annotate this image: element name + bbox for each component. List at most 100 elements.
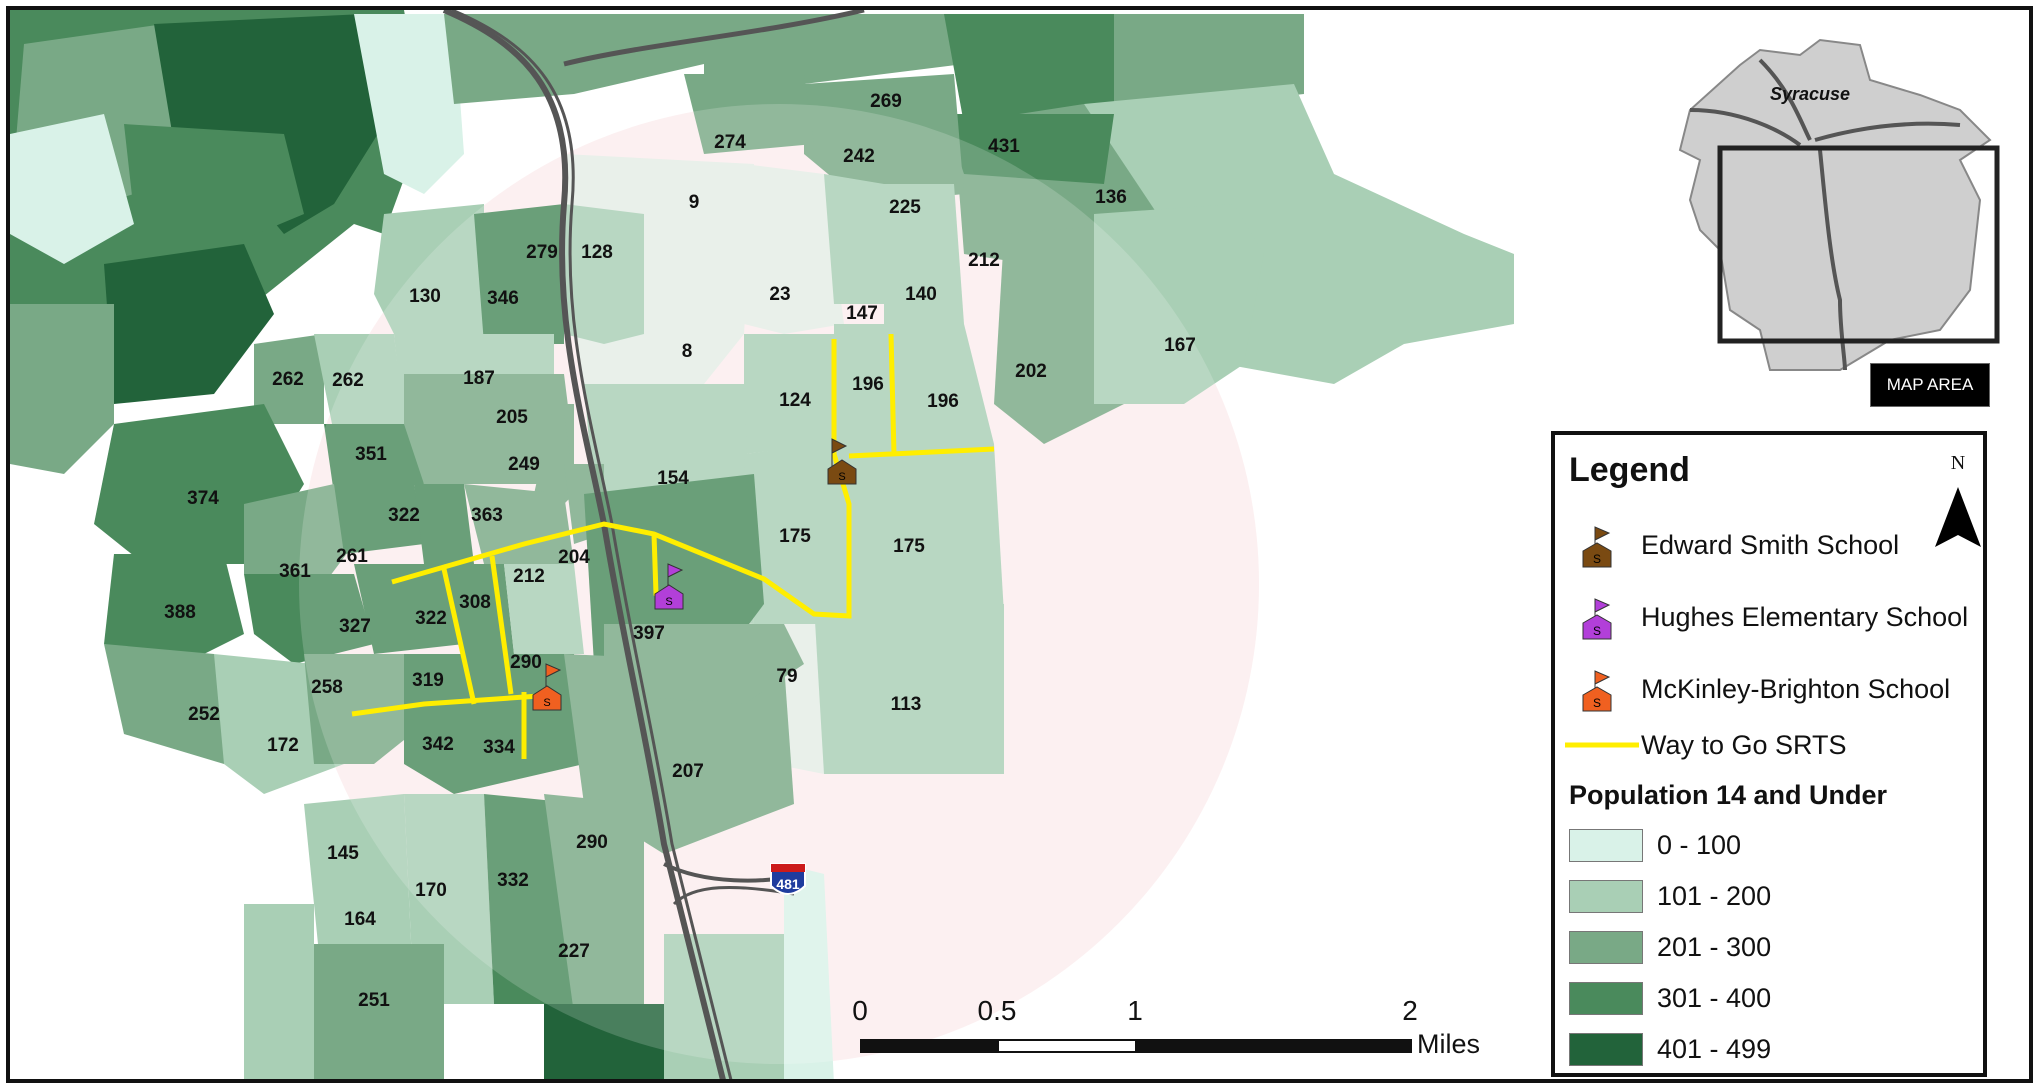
tract-label: 322	[415, 608, 447, 629]
tract-label: 175	[893, 536, 925, 557]
svg-text:N: N	[1951, 452, 1965, 474]
tract-label: 249	[508, 454, 540, 475]
tract-label: 342	[422, 734, 454, 755]
tract-label: 136	[1095, 187, 1127, 208]
tract-label: 212	[968, 250, 1000, 271]
tract-label: 351	[355, 444, 387, 465]
color-swatch	[1569, 880, 1643, 913]
tract-label: 334	[483, 737, 515, 758]
legend-panel: Legend N S Edward Smith School S Hughes …	[1551, 431, 1987, 1077]
tract-labels: 269 274 242 431 9 225 136 279 128 23 140 212 130 346 1…	[164, 91, 1196, 1011]
tract-label: 262	[332, 370, 364, 391]
scale-segment	[1135, 1039, 1412, 1053]
tract-label: 397	[633, 623, 665, 644]
tract-label: 225	[889, 197, 921, 218]
scale-tick-1: 1	[1127, 995, 1143, 1026]
svg-text:S: S	[1593, 696, 1601, 710]
interstate-number: 481	[776, 876, 800, 892]
school-flag-icon: S	[1555, 515, 1641, 575]
tract-label: 319	[412, 670, 444, 691]
tract-label: 124	[779, 390, 811, 411]
mckinley-brighton-school-marker[interactable]: S	[532, 663, 562, 711]
tract-label: 167	[1164, 335, 1196, 356]
tract-label: 207	[672, 761, 704, 782]
tract-label: 130	[409, 286, 441, 307]
tract-label: 258	[311, 677, 343, 698]
north-arrow-icon: N	[1935, 452, 1981, 547]
tract-label: 175	[779, 526, 811, 547]
tract-label: 332	[497, 870, 529, 891]
tract-label: 308	[459, 592, 491, 613]
tract-label: 202	[1015, 361, 1047, 382]
svg-text:S: S	[838, 471, 845, 483]
tract-label: 113	[891, 694, 922, 715]
tract-label: 170	[415, 880, 447, 901]
legend-title: Legend	[1569, 451, 1690, 489]
tract-label: 154	[657, 468, 689, 489]
color-swatch	[1569, 931, 1643, 964]
tract-label: 164	[344, 909, 376, 930]
tract-label: 187	[463, 368, 495, 389]
tract-label: 327	[339, 616, 371, 637]
tract-label: 262	[272, 369, 304, 390]
map-area-box	[1717, 145, 2000, 344]
scale-segment	[997, 1039, 1137, 1053]
tract-label: 374	[187, 488, 219, 509]
hughes-school-marker[interactable]: S	[654, 563, 684, 610]
tract-label: 23	[769, 284, 790, 305]
tract-label: 388	[164, 602, 196, 623]
school-flag-icon: S	[1555, 587, 1641, 647]
tract-label: 128	[581, 242, 613, 263]
tract-label: 140	[905, 284, 937, 305]
tract-label: 205	[496, 407, 528, 428]
scale-bar: 0 0.5 1 2 Miles	[850, 995, 1500, 1065]
tract-label: 361	[279, 561, 311, 582]
tract-label: 227	[558, 941, 590, 962]
svg-text:S: S	[1593, 624, 1601, 638]
population-legend-title: Population 14 and Under	[1569, 780, 1888, 810]
legend-class-0: 0 - 100	[1555, 829, 1741, 862]
tract-label: 269	[870, 91, 902, 112]
tract-label: 346	[487, 288, 519, 309]
tract-label: 290	[510, 652, 542, 673]
svg-text:S: S	[665, 596, 672, 608]
svg-text:S: S	[543, 697, 550, 709]
tract-label: 242	[843, 146, 875, 167]
scale-tick-05: 0.5	[977, 995, 1017, 1026]
tract-label: 9	[689, 192, 700, 213]
tract-label: 172	[267, 735, 299, 756]
tract-label: 261	[336, 546, 368, 567]
tract-label: 251	[358, 990, 390, 1011]
inset-locator-map: Syracuse	[1678, 38, 2000, 371]
school-flag-icon: S	[1555, 659, 1641, 719]
legend-class-3: 301 - 400	[1555, 982, 1771, 1015]
tract-label: 290	[576, 832, 608, 853]
color-swatch	[1569, 982, 1643, 1015]
tract-label: 8	[682, 341, 693, 362]
legend-item-mckinley-brighton: S McKinley-Brighton School	[1555, 659, 1950, 719]
tract-label: 196	[852, 374, 884, 395]
tract-label: 212	[513, 566, 545, 587]
interstate-shield: 481	[770, 863, 806, 895]
choropleth-map: 481 S S S 269 274 242 431 9 225 136 279 128 23 140…	[10, 10, 1560, 1079]
svg-text:S: S	[1593, 552, 1601, 566]
legend-class-4: 401 - 499	[1555, 1033, 1771, 1066]
legend-item-edward-smith: S Edward Smith School	[1555, 515, 1899, 575]
tract-label: 145	[327, 843, 359, 864]
legend-class-1: 101 - 200	[1555, 880, 1771, 913]
tract-label: 147	[846, 303, 878, 324]
color-swatch	[1569, 1033, 1643, 1066]
tract-label: 274	[714, 132, 746, 153]
inset-city-label: Syracuse	[1770, 84, 1850, 104]
scale-tick-0: 0	[852, 995, 868, 1026]
tract-label: 322	[388, 505, 420, 526]
legend-item-hughes: S Hughes Elementary School	[1555, 587, 1968, 647]
tract-label: 79	[776, 666, 797, 687]
tract-label: 204	[558, 547, 590, 568]
tract-label: 279	[526, 242, 558, 263]
tract-label: 363	[471, 505, 503, 526]
tract-label: 431	[988, 136, 1020, 157]
edward-smith-school-marker[interactable]: S	[827, 438, 857, 485]
color-swatch	[1569, 829, 1643, 862]
legend-item-srts-route: Way to Go SRTS	[1555, 715, 1847, 775]
